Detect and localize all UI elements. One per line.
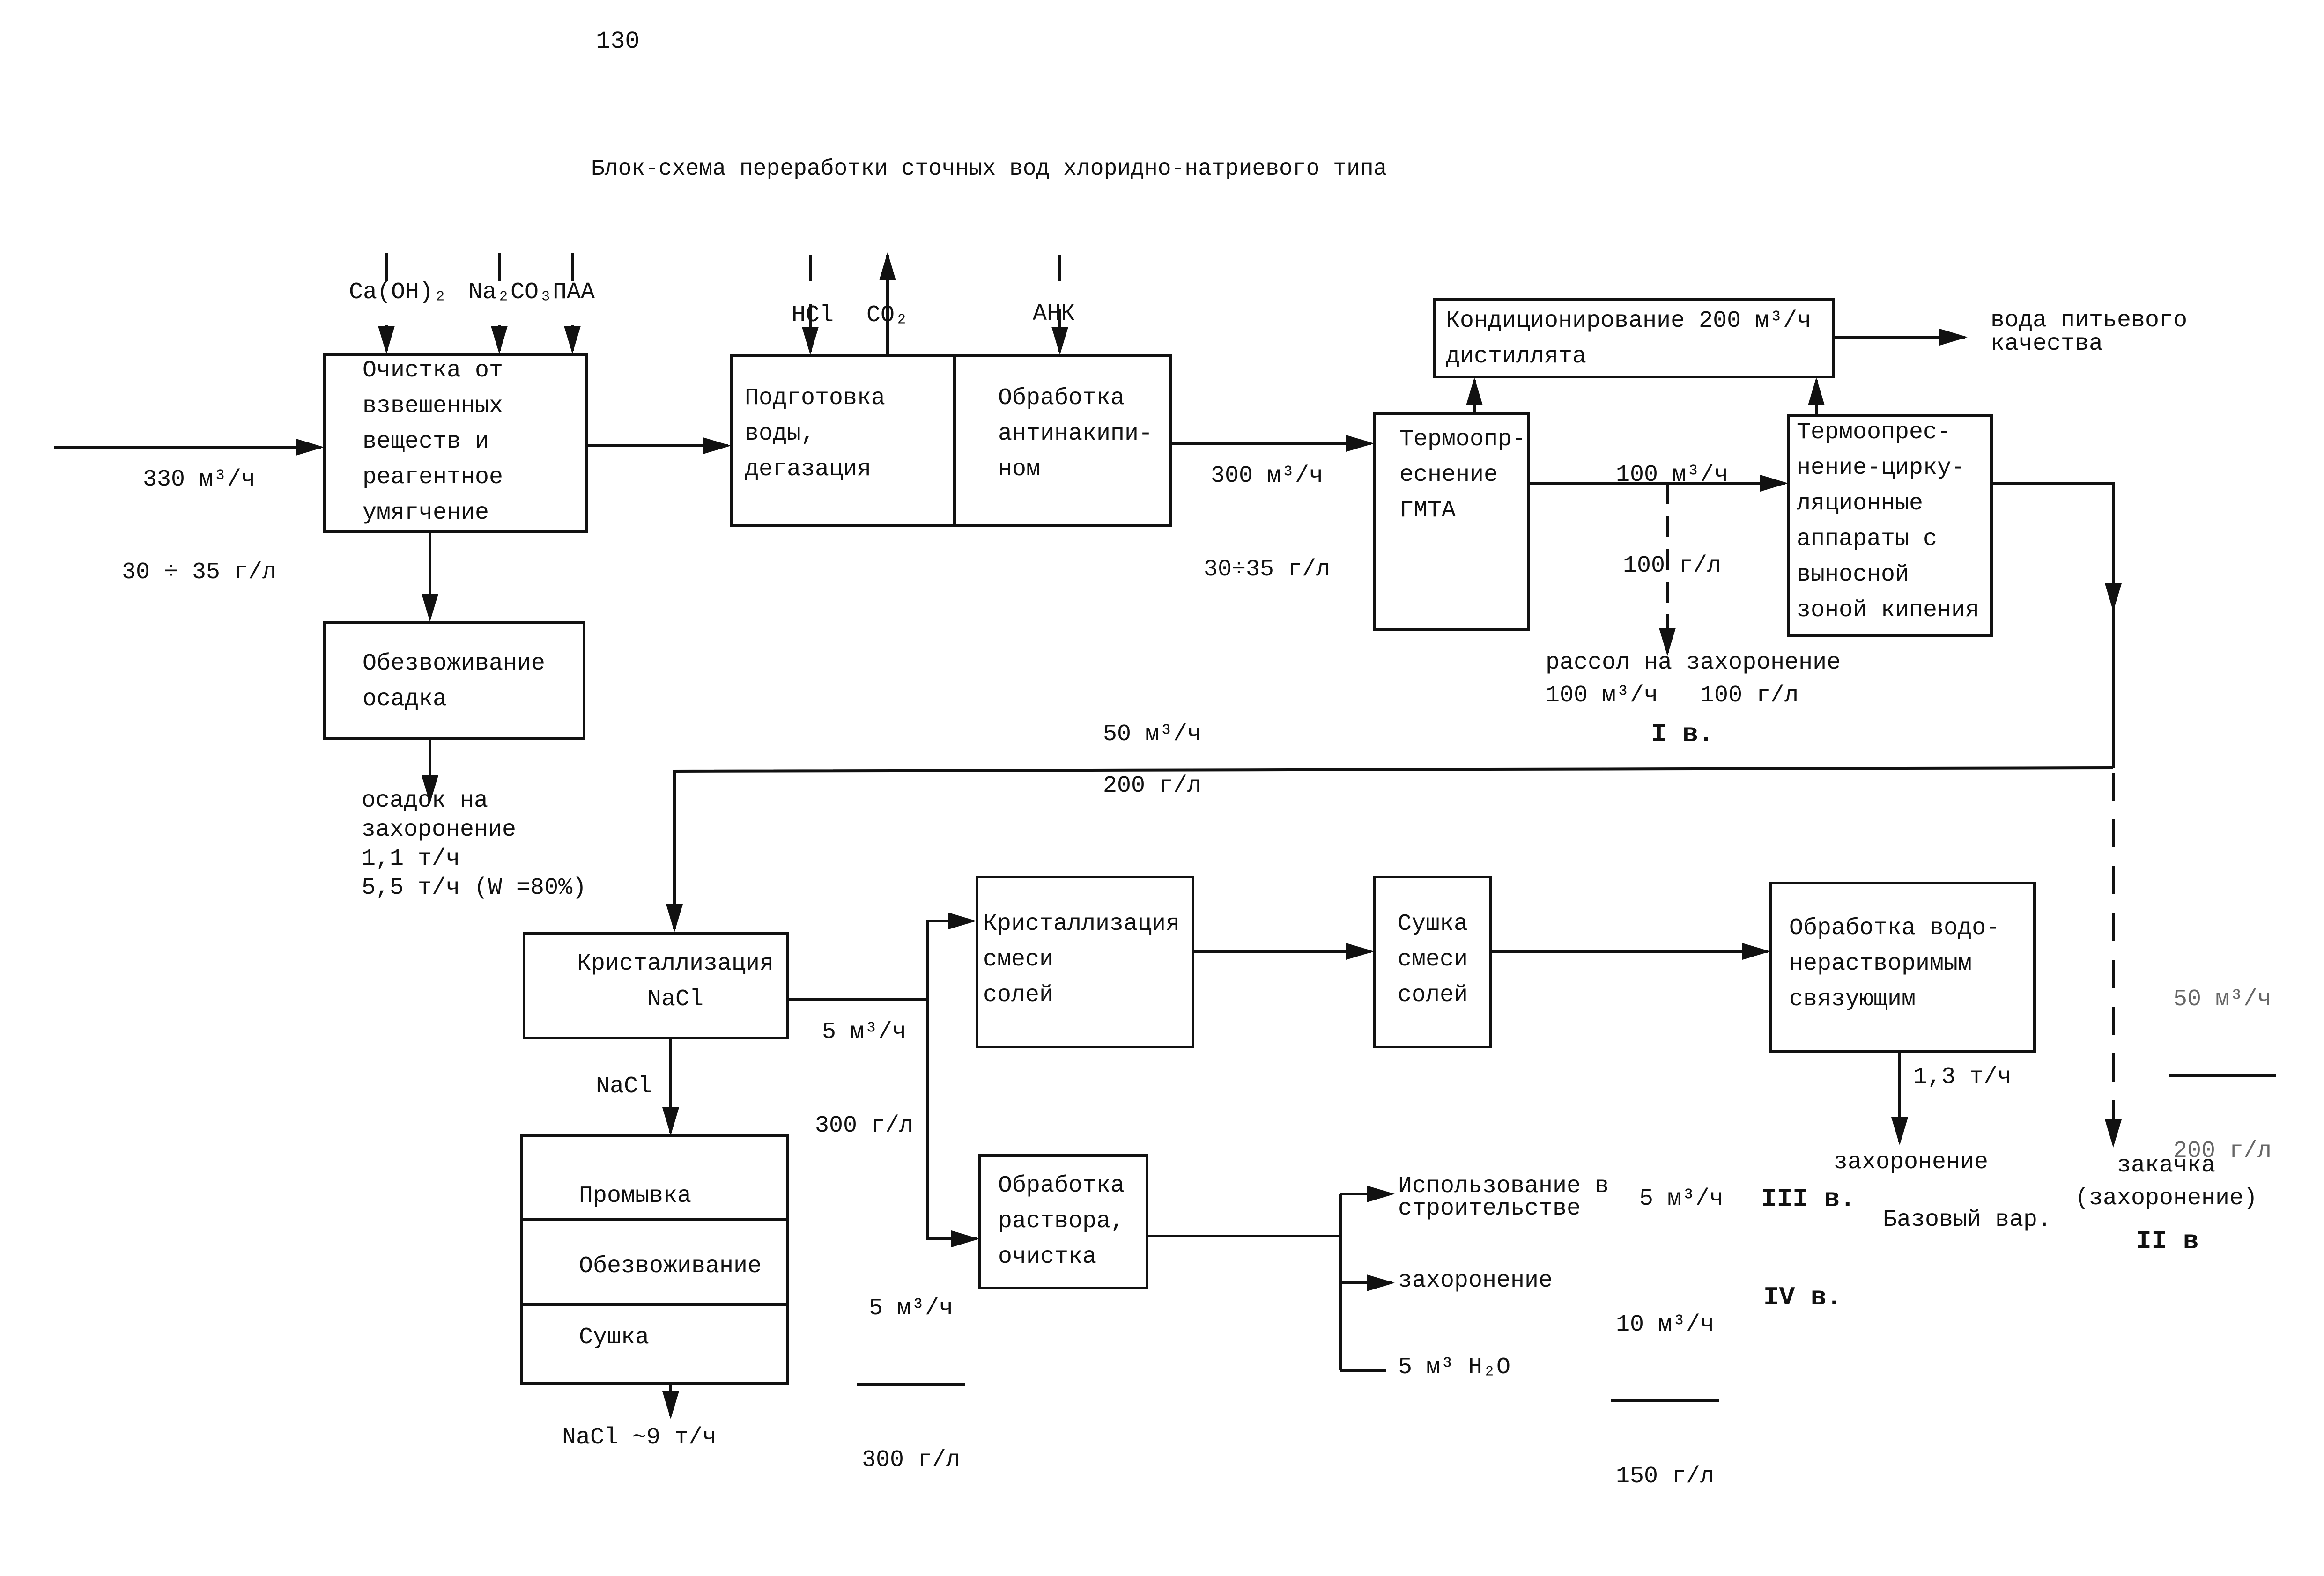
block-solution-treatment-label: Обработка раствора, очистка xyxy=(998,1172,1125,1270)
block-antiscale: Обработка антинакипи- ном xyxy=(953,354,1172,527)
drinking-water-label: вода питьевого качества xyxy=(1991,307,2188,357)
flow-rate: 100 м³/ч xyxy=(1616,462,1729,488)
flow-concentration: 200 г/л xyxy=(2173,1138,2272,1164)
stack-drying: Сушка xyxy=(579,1324,650,1351)
block-conditioning: Кондиционирование 200 м³/ч дистиллята xyxy=(1433,298,1835,378)
reagent-co2: CO₂ xyxy=(866,302,909,329)
nacl-output-label: NaCl ~9 т/ч xyxy=(562,1424,717,1451)
brine-disposal-label: рассол на захоронение xyxy=(1546,649,1841,676)
block-nacl-finishing: Промывка Обезвоживание Сушка xyxy=(520,1134,789,1385)
flow-concentration: 300 г/л xyxy=(815,1112,914,1139)
variant-i: I в. xyxy=(1651,719,1714,749)
block-water-prep: Подготовка воды, дегазация xyxy=(730,354,956,527)
brine-disposal-values: 100 м³/ч 100 г/л xyxy=(1546,682,1799,709)
block-cryst-nacl-label: Кристаллизация NaCl xyxy=(577,950,774,1013)
disposal2-label: захоронение xyxy=(1398,1267,1553,1294)
reagent-na2co3: Na₂CO₃ xyxy=(468,279,553,306)
water-out-label: 5 м³ H₂O xyxy=(1398,1354,1511,1381)
stack-divider xyxy=(523,1303,786,1306)
block-purification: Очистка от взвешенных веществ и реагентн… xyxy=(323,353,588,533)
block-purification-label: Очистка от взвешенных веществ и реагентн… xyxy=(363,357,503,526)
flow-rate: 5 м³/ч xyxy=(822,1019,907,1046)
flow-branch xyxy=(926,920,977,1240)
block-cryst-nacl: Кристаллизация NaCl xyxy=(523,932,789,1039)
block-thermal-desal-circ-label: Термоопрес- нение-цирку- ляционные аппар… xyxy=(1797,419,1980,624)
flow-rate: 10 м³/ч xyxy=(1616,1311,1715,1338)
variant-ii: II в xyxy=(2136,1226,2199,1256)
stack-dewatering: Обезвоживание xyxy=(579,1253,762,1280)
block-dewatering-sludge-label: Обезвоживание осадка xyxy=(363,650,546,713)
reagent-ank: АНК xyxy=(1033,301,1075,327)
fraction-bar xyxy=(857,1383,965,1386)
injection-flow: 50 м³/ч 200 г/л xyxy=(2169,927,2277,1195)
flow-rate: 50 м³/ч xyxy=(2173,986,2272,1013)
block-thermal-desal-gmta: Термоопр- еснение ГМТА xyxy=(1373,412,1530,631)
fraction-bar xyxy=(1611,1399,1719,1402)
input-flow-rate: 330 м³/ч xyxy=(143,466,256,493)
flow-between-desal: 100 м³/ч 100 г/л xyxy=(1611,403,1733,610)
base-variant-label: Базовый вар. xyxy=(1883,1207,2052,1233)
block-water-prep-label: Подготовка воды, дегазация xyxy=(745,385,886,483)
cryst-out-flow: 5 м³/ч 300 г/л xyxy=(810,960,918,1170)
page-number: 130 xyxy=(596,28,640,55)
block-conditioning-label: Кондиционирование 200 м³/ч дистиллята xyxy=(1446,308,1812,370)
block-binder-treatment-label: Обработка водо- нерастворимым связующим xyxy=(1789,915,2000,1013)
binder-disposal-label: захоронение xyxy=(1834,1149,1989,1176)
flow-rate: 5 м³/ч xyxy=(869,1295,954,1322)
sludge-disposal-label: осадок на захоронение 1,1 т/ч 5,5 т/ч (W… xyxy=(362,788,587,901)
reagent-caoh2: Ca(OH)₂ xyxy=(349,279,448,306)
flow-concentration: 300 г/л xyxy=(862,1447,961,1473)
use-construction-label: Использование в строительстве xyxy=(1398,1173,1609,1222)
variant-iii: III в. xyxy=(1761,1184,1856,1214)
use-construction-rate: 5 м³/ч xyxy=(1639,1186,1724,1212)
block-drying-mixed-label: Сушка смеси солей xyxy=(1398,911,1468,1009)
block-dewatering-sludge: Обезвоживание осадка xyxy=(323,621,585,740)
input-flow-concentration: 30 ÷ 35 г/л xyxy=(122,559,277,586)
block-binder-treatment: Обработка водо- нерастворимым связующим xyxy=(1769,882,2036,1053)
recycle-rate: 50 м³/ч xyxy=(1103,721,1202,748)
recycle-concentration: 200 г/л xyxy=(1103,773,1202,799)
flow-concentration: 30÷35 г/л xyxy=(1204,556,1331,583)
block-drying-mixed: Сушка смеси солей xyxy=(1373,876,1492,1048)
block-cryst-mixed: Кристаллизация смеси солей xyxy=(976,876,1194,1048)
flow-line xyxy=(1993,482,2115,768)
block-antiscale-label: Обработка антинакипи- ном xyxy=(998,385,1153,483)
binder-out-rate: 1,3 т/ч xyxy=(1913,1064,2012,1090)
reagent-hcl: HCl xyxy=(792,302,834,329)
block-cryst-mixed-label: Кристаллизация смеси солей xyxy=(983,911,1180,1009)
stack-washing: Промывка xyxy=(579,1183,692,1209)
disposal2-flow: 10 м³/ч 150 г/л xyxy=(1611,1252,1719,1520)
flow-rate: 300 м³/ч xyxy=(1211,463,1324,489)
block-thermal-desal-circ: Термоопрес- нение-цирку- ляционные аппар… xyxy=(1787,414,1993,637)
nacl-flow-label: NaCl xyxy=(596,1073,652,1100)
injection-label: закачка (захоронение) xyxy=(2075,1152,2258,1212)
variant-iv: IV в. xyxy=(1763,1282,1843,1312)
reagent-paa: ПАА xyxy=(553,279,595,306)
flow-after-antiscale: 300 м³/ч 30÷35 г/л xyxy=(1199,404,1335,613)
flow-concentration: 100 г/л xyxy=(1623,552,1722,579)
stack-divider xyxy=(523,1218,786,1221)
flow-concentration: 150 г/л xyxy=(1616,1463,1715,1490)
page-title: Блок-схема переработки сточных вод хлори… xyxy=(591,156,1387,182)
solution-in-flow: 5 м³/ч 300 г/л xyxy=(857,1236,965,1504)
input-flow-label: 330 м³/ч 30 ÷ 35 г/л xyxy=(117,407,281,616)
fraction-bar xyxy=(2169,1074,2277,1077)
block-solution-treatment: Обработка раствора, очистка xyxy=(978,1154,1148,1289)
block-thermal-desal-gmta-label: Термоопр- еснение ГМТА xyxy=(1399,426,1526,524)
recycle-line xyxy=(666,766,2114,932)
